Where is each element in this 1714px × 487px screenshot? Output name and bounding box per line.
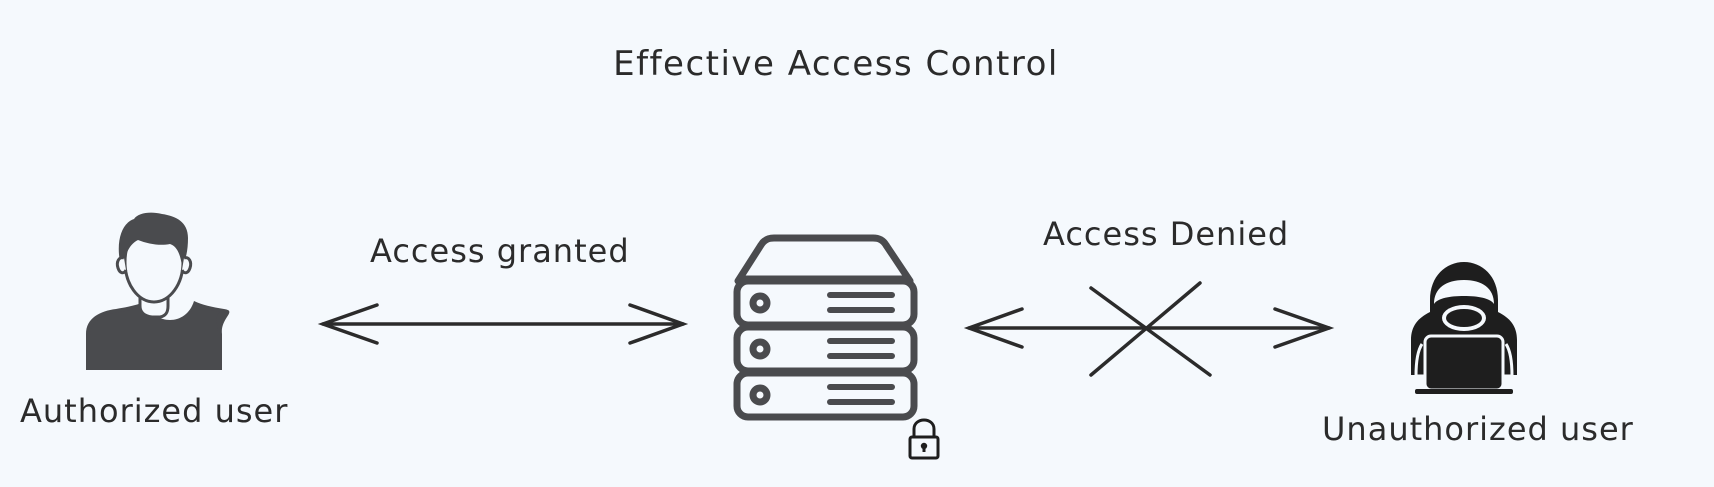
cross-icon <box>1089 281 1212 377</box>
unauthorized-user-label: Unauthorized user <box>1322 410 1634 448</box>
access-granted-arrow <box>317 303 689 345</box>
access-granted-label: Access granted <box>370 232 630 270</box>
server-icon <box>733 234 918 421</box>
authorized-user-label: Authorized user <box>20 392 289 430</box>
hacker-icon <box>1411 262 1517 394</box>
access-denied-label: Access Denied <box>1043 215 1290 253</box>
user-icon <box>86 212 230 370</box>
diagram-title: Effective Access Control <box>613 44 1059 84</box>
lock-icon <box>908 418 940 460</box>
